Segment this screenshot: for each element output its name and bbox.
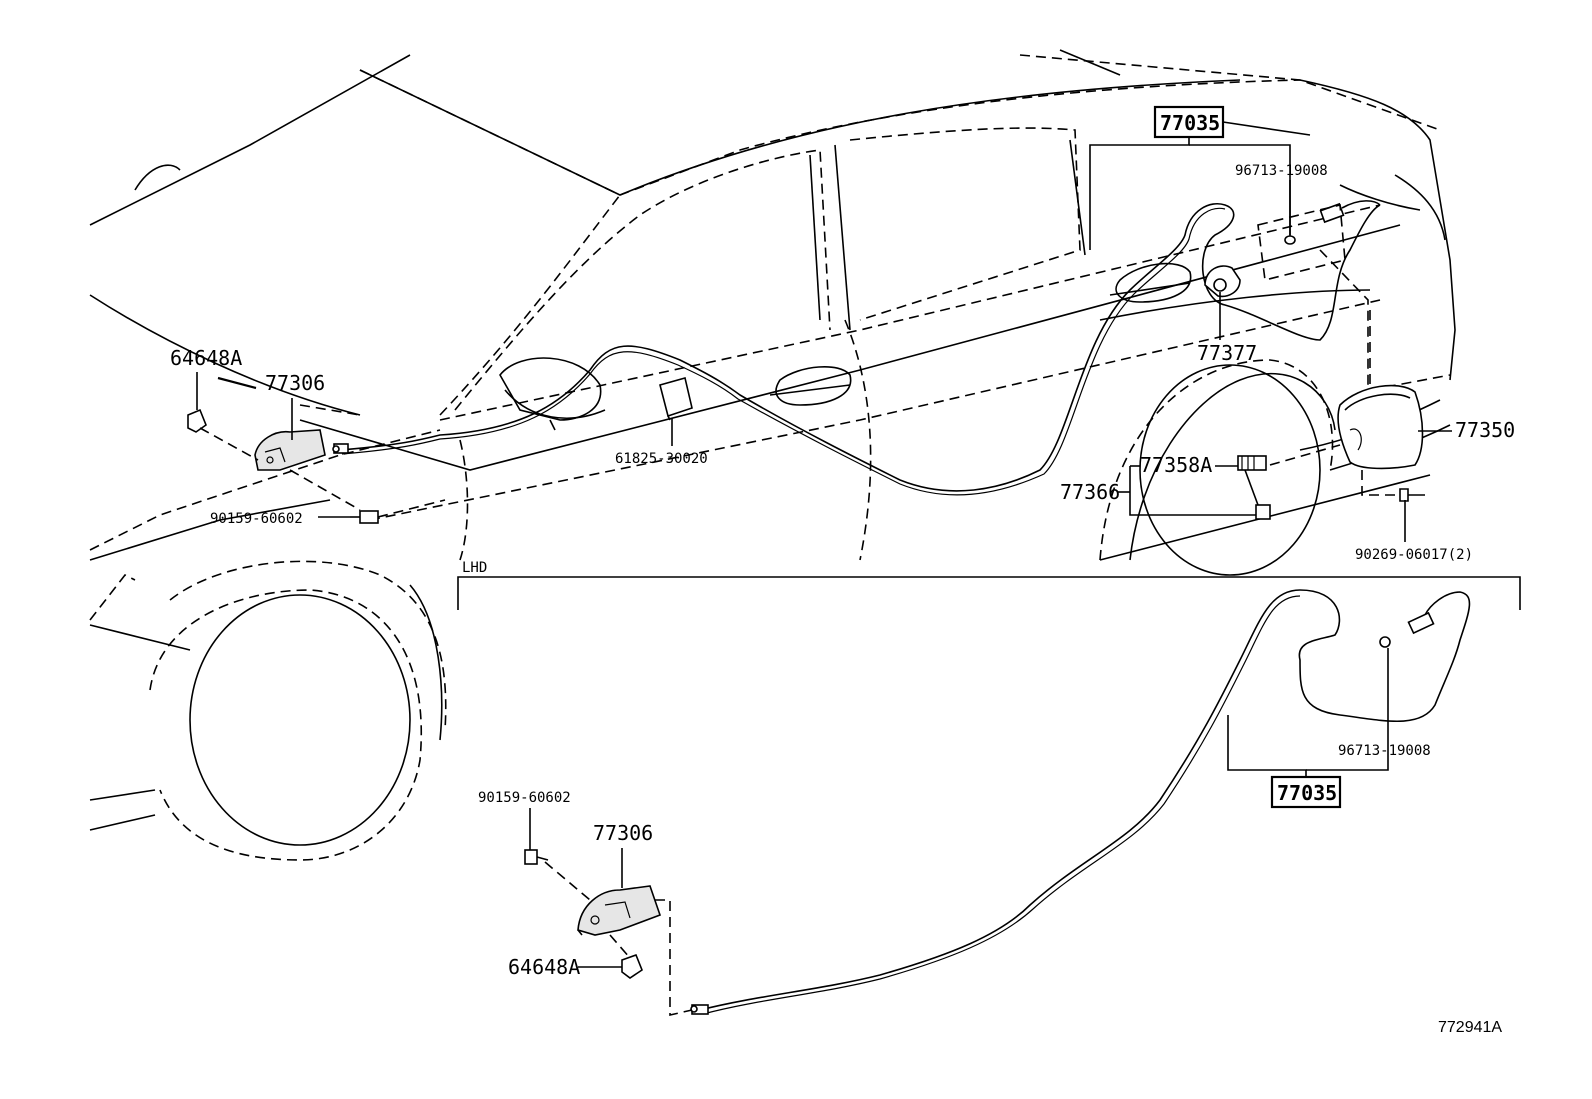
label-clip-bottom: 64648A	[508, 955, 580, 979]
label-lock-assy: 77377	[1197, 341, 1257, 365]
spring-77358a-part	[1237, 455, 1267, 471]
cable-end-lid-top	[1319, 200, 1381, 224]
fuel-lid-housing	[1257, 204, 1346, 281]
lock-assy-part	[1204, 265, 1241, 298]
opener-lever-bottom-part	[577, 885, 662, 936]
screw-part	[1399, 488, 1425, 502]
front-door-handle	[769, 366, 852, 406]
label-grommet-top: 96713-19008	[1235, 163, 1328, 179]
label-cable-assy-bottom: 77035	[1277, 781, 1337, 805]
grommet-bottom	[1379, 636, 1391, 648]
cable-end-bottom-lid	[1407, 611, 1435, 635]
label-cable-assy-top: 77035	[1160, 111, 1220, 135]
bolt-top-part	[350, 510, 379, 524]
grommet-top	[1284, 235, 1296, 245]
label-clamp: 61825-30020	[615, 451, 708, 467]
lhd-bracket	[457, 576, 1521, 610]
rear-door-handle	[1109, 262, 1192, 303]
cable-end-bottom-lever	[690, 1004, 709, 1015]
clip-top-part	[187, 408, 207, 433]
label-grommet-bottom: 96713-19008	[1338, 743, 1431, 759]
label-fuel-lid: 77350	[1455, 418, 1515, 442]
cable-end-top	[332, 443, 349, 454]
fuel-lid-part	[1337, 384, 1424, 470]
label-opener-lever-bottom: 77306	[593, 821, 653, 845]
side-mirror	[499, 357, 606, 431]
car-body-outline	[89, 49, 1456, 861]
label-screw: 90269-06017(2)	[1355, 547, 1473, 563]
label-bolt-bottom: 90159-60602	[478, 790, 571, 806]
opener-cable-top-inner	[341, 207, 1226, 496]
label-spring-a: 77358A	[1140, 453, 1212, 477]
label-lhd: LHD	[462, 560, 487, 576]
opener-cable-top	[339, 203, 1381, 492]
spring-77366-part	[1255, 504, 1271, 520]
clip-bottom-part	[621, 953, 643, 979]
opener-cable-bottom	[699, 589, 1471, 1011]
label-clip-top: 64648A	[170, 346, 242, 370]
label-bolt-top: 90159-60602	[210, 511, 303, 527]
bolt-bottom-part	[524, 849, 549, 865]
opener-lever-top-part	[254, 429, 326, 471]
diagram-reference-id: 772941A	[1438, 1019, 1502, 1036]
label-opener-lever-top: 77306	[265, 371, 325, 395]
clamp-part	[659, 377, 693, 421]
label-spring-b: 77366	[1060, 480, 1120, 504]
